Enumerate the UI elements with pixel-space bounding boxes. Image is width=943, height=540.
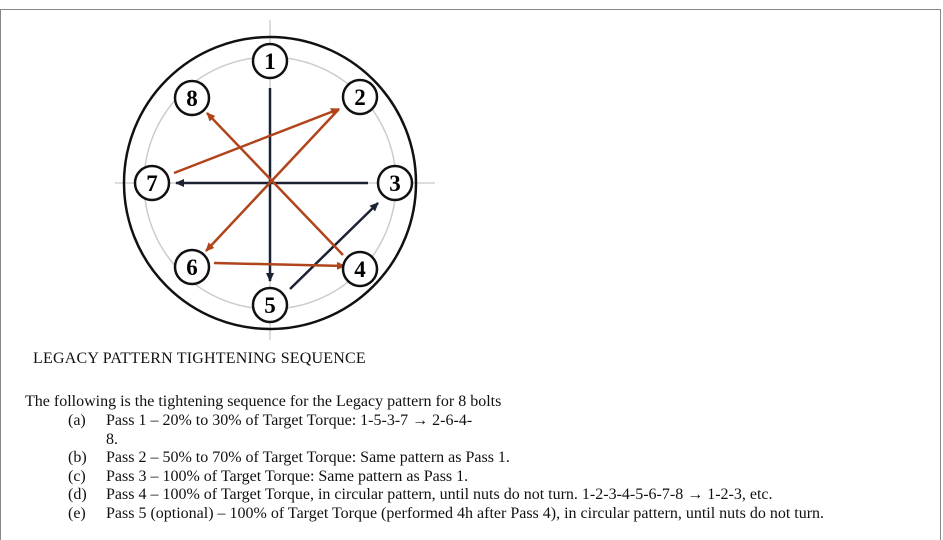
bolt-5: 5 <box>251 286 289 324</box>
svg-text:4: 4 <box>354 257 366 282</box>
bolt-3: 3 <box>376 164 414 202</box>
bolt-1: 1 <box>251 42 289 80</box>
tightening-steps-list: (a) Pass 1 – 20% to 30% of Target Torque… <box>68 412 824 524</box>
svg-text:5: 5 <box>264 293 276 318</box>
step-b: (b) Pass 2 – 50% to 70% of Target Torque… <box>68 449 824 468</box>
step-text: Pass 1 – 20% to 30% of Target Torque: 1-… <box>106 412 473 429</box>
step-label: (a) <box>68 412 86 429</box>
step-label: (c) <box>68 467 86 485</box>
intro-text: The following is the tightening sequence… <box>25 393 502 410</box>
svg-text:7: 7 <box>146 171 158 196</box>
bolt-6: 6 <box>173 248 211 286</box>
step-a: (a) Pass 1 – 20% to 30% of Target Torque… <box>68 412 824 431</box>
step-text: Pass 3 – 100% of Target Torque: Same pat… <box>106 467 469 485</box>
step-e: (e) Pass 5 (optional) – 100% of Target T… <box>68 505 824 524</box>
svg-text:2: 2 <box>354 85 366 110</box>
bolt-2: 2 <box>341 78 379 116</box>
page-frame <box>0 9 941 540</box>
step-label: (e) <box>68 504 86 522</box>
step-a-continuation: 8. <box>106 430 118 448</box>
svg-text:6: 6 <box>186 255 198 280</box>
arrow-7-to-2 <box>173 107 340 175</box>
arrow-6-to-4 <box>213 261 346 270</box>
step-text: Pass 4 – 100% of Target Torque, in circu… <box>106 486 773 504</box>
bolt-7: 7 <box>133 164 171 202</box>
svg-text:3: 3 <box>389 171 401 196</box>
step-label: (b) <box>68 449 87 467</box>
bolt-4: 4 <box>341 250 379 288</box>
step-label: (d) <box>68 486 87 504</box>
step-d: (d) Pass 4 – 100% of Target Torque, in c… <box>68 486 824 505</box>
outer-flange-circle <box>122 35 418 331</box>
svg-text:8: 8 <box>186 86 198 111</box>
bolt-pattern-diagram: 1 2 3 4 5 6 7 8 <box>115 20 435 340</box>
diagram-caption: LEGACY PATTERN TIGHTENING SEQUENCE <box>33 350 366 367</box>
step-text: Pass 2 – 50% to 70% of Target Torque: Sa… <box>106 449 510 467</box>
step-c: (c) Pass 3 – 100% of Target Torque: Same… <box>68 468 824 487</box>
bolt-8: 8 <box>173 79 211 117</box>
arrow-4-to-8 <box>206 112 344 256</box>
step-text: Pass 5 (optional) – 100% of Target Torqu… <box>106 504 825 522</box>
svg-text:1: 1 <box>264 49 276 74</box>
